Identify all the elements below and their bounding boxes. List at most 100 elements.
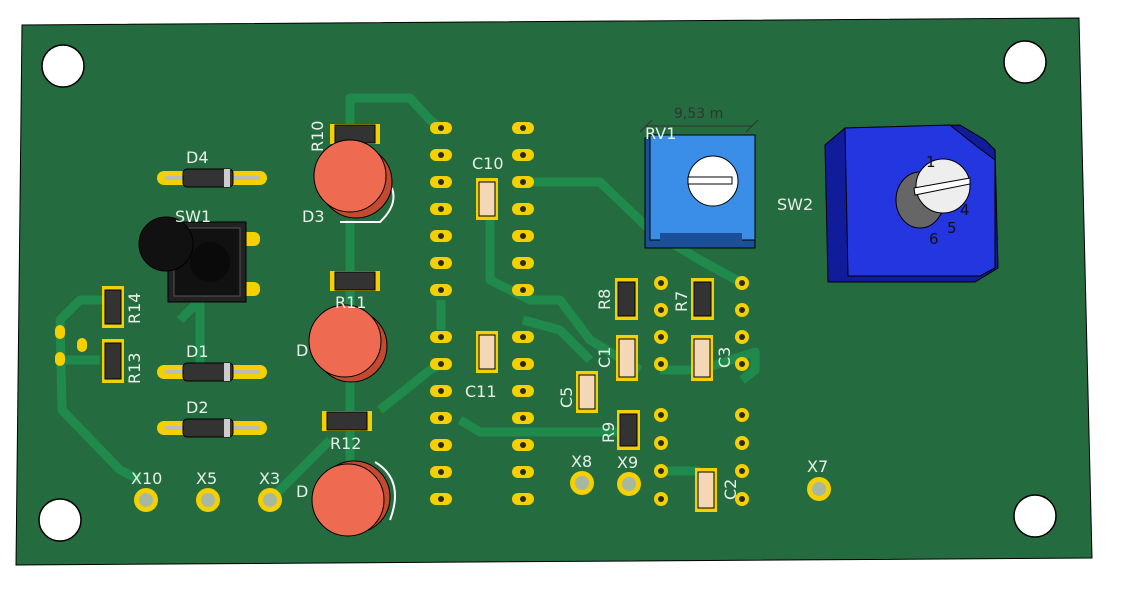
ic-pad — [735, 357, 749, 371]
header-pin — [512, 466, 534, 478]
label-sw1: SW1 — [175, 207, 211, 226]
label-r7: R7 — [672, 291, 691, 312]
header-pin — [512, 493, 534, 505]
led-d5 — [308, 304, 388, 383]
ic-pad — [654, 357, 668, 371]
ic-pad — [654, 436, 668, 450]
capacitor-c11 — [476, 331, 498, 373]
header-pins — [430, 122, 534, 505]
label-d6: D — [296, 482, 308, 501]
label-r12: R12 — [330, 434, 361, 453]
resistor-r7 — [691, 278, 714, 320]
header-pin — [430, 385, 452, 397]
header-pin — [512, 149, 534, 161]
header-pin — [430, 257, 452, 269]
label-d2: D2 — [186, 398, 209, 417]
dimension-label: 9,53 m — [674, 106, 723, 122]
rotary-switch-sw2 — [824, 124, 999, 283]
knob-number: 5 — [947, 219, 957, 237]
label-d1: D1 — [186, 342, 209, 361]
label-sw2: SW2 — [777, 195, 813, 214]
ic-pad — [735, 330, 749, 344]
diode-d4 — [157, 168, 267, 188]
label-r11: R11 — [335, 293, 366, 312]
header-pin — [430, 203, 452, 215]
resistor-r13 — [102, 339, 124, 383]
label-r9: R9 — [599, 422, 618, 443]
label-x5: X5 — [196, 469, 217, 488]
label-d5: D — [296, 341, 308, 360]
label-c5: C5 — [557, 387, 576, 408]
label-c11: C11 — [465, 382, 497, 401]
header-pin — [430, 122, 452, 134]
header-pin — [430, 412, 452, 424]
ic-pad — [654, 492, 668, 506]
pcb-board — [15, 17, 1093, 566]
diode-d1 — [157, 362, 267, 382]
capacitor-c5 — [576, 371, 598, 413]
header-pin — [512, 203, 534, 215]
resistor-r9 — [617, 410, 640, 450]
capacitor-c1 — [616, 335, 638, 381]
knob-number: 6 — [929, 230, 939, 248]
ic-pad — [735, 436, 749, 450]
led-d3 — [313, 139, 395, 223]
label-r13: R13 — [125, 353, 144, 384]
label-x7: X7 — [807, 457, 828, 476]
label-x9: X9 — [617, 453, 638, 472]
test-points — [134, 471, 831, 512]
ic-pads — [654, 276, 749, 506]
header-pin — [430, 439, 452, 451]
mounting-hole — [38, 498, 82, 542]
header-pin — [430, 466, 452, 478]
label-c2: C2 — [721, 479, 740, 500]
header-pin — [512, 358, 534, 370]
label-c3: C3 — [715, 347, 734, 368]
resistor-r11 — [330, 271, 380, 291]
knob-number: 4 — [960, 201, 970, 219]
ic-pad — [735, 303, 749, 317]
header-pin — [512, 176, 534, 188]
label-c10: C10 — [472, 154, 504, 173]
header-pin — [430, 176, 452, 188]
header-pin — [430, 230, 452, 242]
label-c1: C1 — [595, 347, 614, 368]
label-x3: X3 — [259, 469, 280, 488]
header-pin — [430, 284, 452, 296]
resistor-r14 — [102, 286, 124, 328]
label-r8: R8 — [595, 289, 614, 310]
resistor-r10 — [330, 124, 380, 144]
ic-pad — [735, 492, 749, 506]
capacitor-c3 — [691, 335, 713, 381]
header-pin — [430, 331, 452, 343]
mounting-hole — [1013, 494, 1057, 538]
ic-pad — [654, 303, 668, 317]
header-pin — [512, 284, 534, 296]
ic-pad — [654, 408, 668, 422]
pushbutton-sw1 — [138, 216, 260, 303]
header-pin — [430, 493, 452, 505]
header-pin — [512, 385, 534, 397]
header-pin — [512, 257, 534, 269]
label-rv1: RV1 — [645, 124, 676, 143]
knob-number: 1 — [926, 153, 936, 171]
capacitor-c2 — [695, 468, 717, 512]
label-r10: R10 — [308, 121, 327, 152]
ic-pad — [735, 276, 749, 290]
label-x10: X10 — [131, 469, 162, 488]
header-pin — [512, 230, 534, 242]
ic-pad — [735, 408, 749, 422]
diode-d2 — [157, 418, 267, 438]
resistor-r8 — [615, 278, 638, 320]
capacitor-c10 — [476, 178, 498, 220]
led-d6 — [311, 460, 396, 537]
mounting-hole — [41, 44, 85, 88]
label-r14: R14 — [125, 293, 144, 324]
ic-pad — [654, 464, 668, 478]
header-pin — [512, 412, 534, 424]
header-pin — [512, 122, 534, 134]
ic-pad — [654, 330, 668, 344]
ic-pad — [654, 276, 668, 290]
resistor-r12 — [322, 411, 372, 431]
